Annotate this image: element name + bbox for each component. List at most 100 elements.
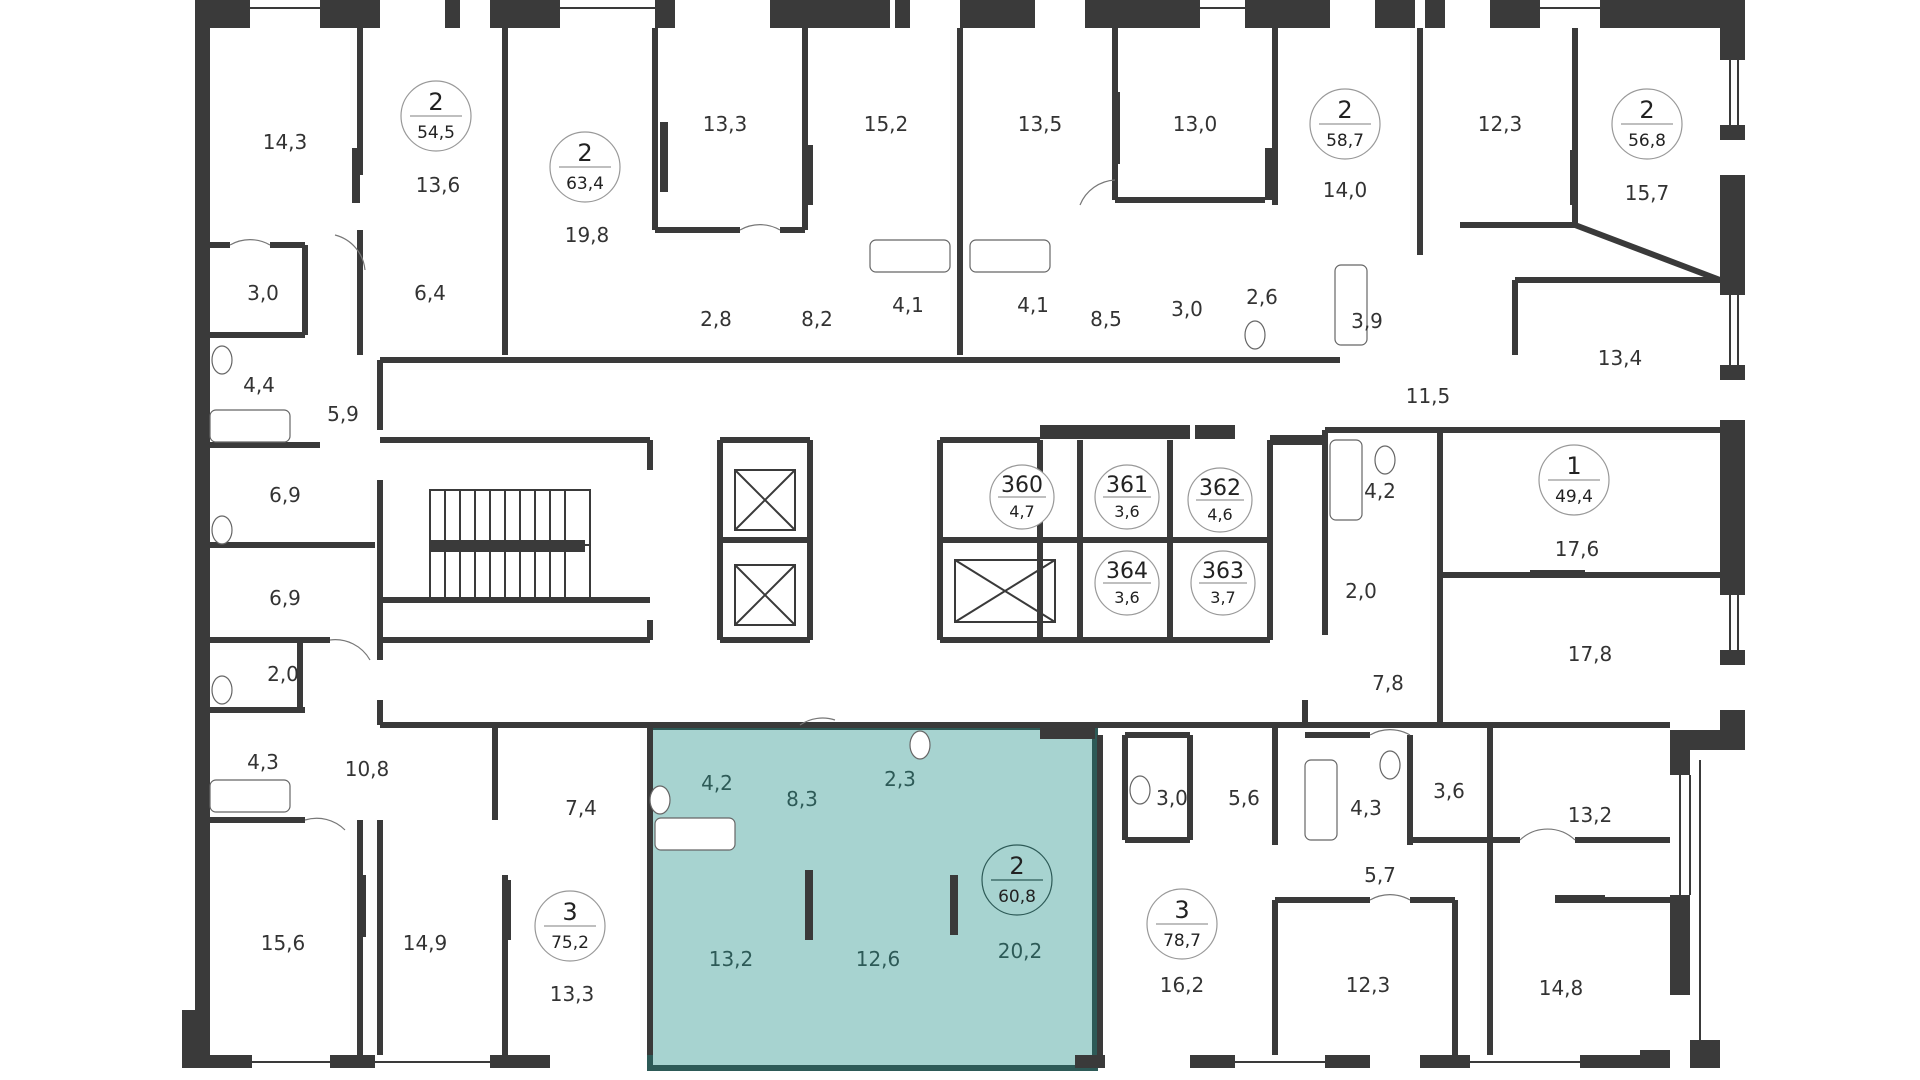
room-area: 13,0 <box>1173 112 1218 136</box>
room-count: 2 <box>428 88 443 116</box>
room-area: 5,7 <box>1364 863 1396 887</box>
room-area: 12,3 <box>1346 973 1391 997</box>
storage-area: 4,6 <box>1207 505 1232 524</box>
total-area: 49,4 <box>1555 487 1593 507</box>
room-count: 3 <box>562 898 577 926</box>
room-area: 13,3 <box>703 112 748 136</box>
room-area: 2,6 <box>1246 285 1278 309</box>
storage-unit-362[interactable]: 362 4,6 <box>1187 467 1253 533</box>
room-area: 19,8 <box>565 223 610 247</box>
fixtures <box>209 239 1401 851</box>
room-area: 20,2 <box>998 939 1043 963</box>
apartment-badge-f[interactable]: 3 75,2 <box>534 890 606 962</box>
room-area: 4,2 <box>701 771 733 795</box>
room-area: 8,5 <box>1090 307 1122 331</box>
apartment-badge-h[interactable]: 3 78,7 <box>1146 888 1218 960</box>
room-area: 15,7 <box>1625 181 1670 205</box>
storage-unit-363[interactable]: 363 3,7 <box>1190 550 1256 616</box>
room-area: 8,3 <box>786 787 818 811</box>
total-area: 54,5 <box>417 123 455 143</box>
room-count: 2 <box>1639 96 1654 124</box>
room-area: 4,4 <box>243 373 275 397</box>
storage-unit-360[interactable]: 360 4,7 <box>989 464 1055 530</box>
elevator-shafts <box>734 469 1056 626</box>
total-area: 78,7 <box>1163 931 1201 951</box>
total-area: 60,8 <box>998 887 1036 907</box>
room-area: 14,0 <box>1323 178 1368 202</box>
room-area: 5,9 <box>327 402 359 426</box>
room-area: 13,6 <box>416 173 461 197</box>
apartment-badge-b[interactable]: 2 63,4 <box>549 131 621 203</box>
room-area: 7,4 <box>565 796 597 820</box>
room-area: 3,9 <box>1351 309 1383 333</box>
room-area: 13,4 <box>1598 346 1643 370</box>
room-area: 4,3 <box>1350 796 1382 820</box>
room-area: 15,2 <box>864 112 909 136</box>
apartment-badge-d[interactable]: 2 56,8 <box>1611 88 1683 160</box>
storage-number: 363 <box>1202 559 1244 584</box>
room-area: 13,3 <box>550 982 595 1006</box>
room-area: 4,2 <box>1364 479 1396 503</box>
interior-walls <box>204 28 1722 1055</box>
room-area: 17,6 <box>1555 537 1600 561</box>
storage-number: 361 <box>1106 473 1148 498</box>
apartment-badge-a[interactable]: 2 54,5 <box>400 80 472 152</box>
room-area: 16,2 <box>1160 973 1205 997</box>
room-area: 12,6 <box>856 947 901 971</box>
room-area: 15,6 <box>261 931 306 955</box>
storage-number: 362 <box>1199 476 1241 501</box>
room-area: 8,2 <box>801 307 833 331</box>
room-area: 3,0 <box>1156 786 1188 810</box>
room-area: 7,8 <box>1372 671 1404 695</box>
total-area: 56,8 <box>1628 131 1666 151</box>
highlighted-room-areas: 4,2 8,3 2,3 13,2 12,6 20,2 <box>701 767 1042 971</box>
apartment-badge-g[interactable]: 2 60,8 <box>981 844 1053 916</box>
room-area: 11,5 <box>1406 384 1451 408</box>
room-area: 12,3 <box>1478 112 1523 136</box>
storage-area: 4,7 <box>1009 502 1034 521</box>
room-area: 10,8 <box>345 757 390 781</box>
storage-area: 3,6 <box>1114 588 1139 607</box>
room-area: 2,3 <box>884 767 916 791</box>
room-count: 3 <box>1174 896 1189 924</box>
room-area: 6,9 <box>269 483 301 507</box>
room-area: 6,4 <box>414 281 446 305</box>
storage-number: 360 <box>1001 473 1043 498</box>
room-area: 4,1 <box>892 293 924 317</box>
room-area: 4,1 <box>1017 293 1049 317</box>
room-area: 13,2 <box>1568 803 1613 827</box>
room-area: 17,8 <box>1568 642 1613 666</box>
room-area: 14,9 <box>403 931 448 955</box>
total-area: 58,7 <box>1326 131 1364 151</box>
storage-number: 364 <box>1106 559 1148 584</box>
room-count: 1 <box>1566 452 1581 480</box>
total-area: 63,4 <box>566 174 604 194</box>
stairwell <box>429 489 591 601</box>
storage-area: 3,6 <box>1114 502 1139 521</box>
apartment-badge-e[interactable]: 1 49,4 <box>1538 444 1610 516</box>
room-count: 2 <box>1337 96 1352 124</box>
storage-unit-364[interactable]: 364 3,6 <box>1094 550 1160 616</box>
storage-unit-361[interactable]: 361 3,6 <box>1094 464 1160 530</box>
room-area: 2,8 <box>700 307 732 331</box>
room-area: 13,2 <box>709 947 754 971</box>
room-area: 4,3 <box>247 750 279 774</box>
room-area: 2,0 <box>1345 579 1377 603</box>
room-area: 2,0 <box>267 662 299 686</box>
total-area: 75,2 <box>551 933 589 953</box>
room-count: 2 <box>1009 852 1024 880</box>
room-area: 5,6 <box>1228 786 1260 810</box>
room-area: 14,3 <box>263 130 308 154</box>
outer-walls <box>182 0 1745 1068</box>
room-area: 14,8 <box>1539 976 1584 1000</box>
room-count: 2 <box>577 139 592 167</box>
storage-area: 3,7 <box>1210 588 1235 607</box>
room-area: 3,6 <box>1433 779 1465 803</box>
room-area: 3,0 <box>247 281 279 305</box>
room-areas: 14,3 13,6 19,8 13,3 15,2 13,5 13,0 14,0 … <box>243 112 1669 1006</box>
room-area: 13,5 <box>1018 112 1063 136</box>
room-area: 6,9 <box>269 586 301 610</box>
door-swings <box>229 179 1576 901</box>
apartment-badge-c[interactable]: 2 58,7 <box>1309 88 1381 160</box>
